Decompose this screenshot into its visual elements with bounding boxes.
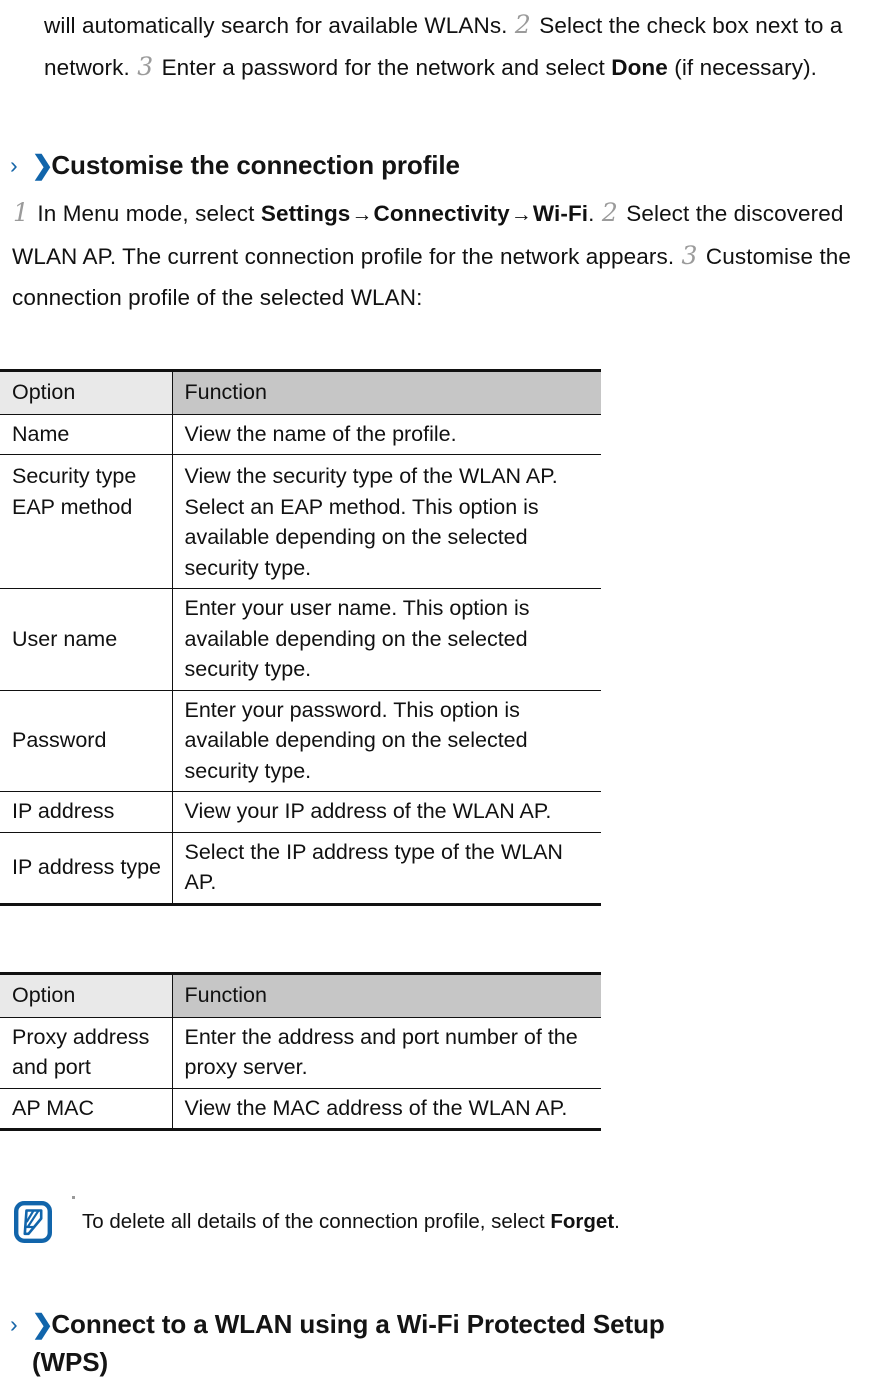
table-row: IP address View your IP address of the W… [0, 791, 601, 833]
note-text-after: . [614, 1210, 620, 1233]
table-header-row: Option Function [0, 370, 601, 415]
table-header-row: Option Function [0, 973, 601, 1018]
option-cell-proxy-address-and-port: Proxy address and port [0, 1017, 173, 1089]
table-row: Proxy address and port Enter the address… [0, 1017, 601, 1089]
bold-settings: Settings [260, 201, 351, 226]
heading-wps-line-2: (WPS) [32, 1347, 109, 1377]
column-header-option: Option [0, 370, 173, 415]
bold-wifi: Wi-Fi [532, 201, 589, 226]
customise-text-3: Select the discovered WLAN AP. The curre… [12, 201, 844, 269]
note-text: To delete all details of the connection … [72, 1207, 620, 1237]
function-cell-proxy-address-and-port: Enter the address and port number of the… [172, 1017, 601, 1089]
note-pen-icon [14, 1201, 52, 1243]
intro-paragraph: will automatically search for available … [44, 4, 884, 88]
intro-line-2a: Select the check box next to a network. [44, 13, 843, 80]
note-marker-dot [72, 1196, 75, 1199]
chevron-bold-icon: ❯ [31, 1309, 54, 1339]
table-row: AP MAC View the MAC address of the WLAN … [0, 1088, 601, 1130]
heading-connect-wlan-wps: › ❯Connect to a WLAN using a Wi-Fi Protec… [10, 1305, 876, 1381]
heading-customise-label: Customise the connection profile [51, 150, 460, 180]
step-number-2: 2 [514, 10, 531, 39]
option-cell-ip-address: IP address [0, 791, 173, 833]
step-number-3b: 3 [681, 241, 698, 270]
intro-line-3-tail: (if necessary). [674, 55, 818, 80]
column-header-function: Function [172, 973, 601, 1018]
chevron-right-icon: › [10, 1311, 18, 1337]
bold-connectivity: Connectivity [373, 201, 510, 226]
column-header-option: Option [0, 973, 173, 1018]
note-text-before: To delete all details of the connection … [82, 1210, 545, 1233]
column-header-function: Function [172, 370, 601, 415]
step-number-1: 1 [13, 198, 30, 227]
customise-text-1: In Menu mode, select [37, 201, 255, 226]
function-cell-name: View the name of the profile. [172, 414, 601, 455]
option-cell-password: Password [0, 690, 173, 792]
table-row: Security type EAP method View the securi… [0, 454, 601, 589]
table-row: Name View the name of the profile. [0, 414, 601, 455]
table-row: IP address type Select the IP address ty… [0, 832, 601, 904]
function-cell-ap-mac: View the MAC address of the WLAN AP. [184, 1095, 568, 1120]
chevron-right-icon: › [10, 152, 18, 178]
connection-profile-options-table: Option Function Name View the name of th… [0, 369, 601, 906]
table-row: Password Enter your password. This optio… [0, 690, 601, 792]
intro-line-1: will automatically search for available … [44, 13, 508, 38]
intro-bold-done: Done [611, 55, 668, 80]
customise-text-4: Customise the connection profile of the … [12, 244, 852, 310]
option-cell-ap-mac: AP MAC [0, 1088, 173, 1130]
function-cell-security-type: View the security type of the WLAN AP. S… [172, 454, 601, 589]
note-bold-forget: Forget [550, 1210, 615, 1233]
intro-line-2b: Enter a password for the network and sel… [161, 55, 605, 80]
arrow-icon-1: → [351, 203, 373, 226]
arrow-icon-2: → [510, 203, 532, 226]
step-number-3: 3 [137, 52, 154, 81]
heading-customise-connection-profile: › ❯Customise the connection profile [10, 146, 460, 184]
function-cell-ip-address-type: Select the IP address type of the WLAN A… [184, 839, 563, 895]
chevron-bold-icon: ❯ [31, 150, 54, 180]
function-cell-ip-address: View your IP address of the WLAN AP. [172, 791, 601, 833]
table-row: User name Enter your user name. This opt… [0, 588, 601, 691]
note-block: To delete all details of the connection … [14, 1201, 620, 1243]
customise-paragraph: 1 In Menu mode, select Settings→Connecti… [12, 192, 860, 318]
option-cell-security-type: Security type EAP method [0, 454, 173, 589]
option-cell-name: Name [0, 414, 173, 455]
function-cell-password: Enter your password. This option is avai… [172, 690, 601, 792]
connection-profile-options-table-continued: Option Function Proxy address and port E… [0, 972, 601, 1131]
option-cell-user-name: User name [0, 588, 173, 691]
step-number-2b: 2 [601, 198, 618, 227]
option-cell-ip-address-type: IP address type [0, 832, 173, 904]
customise-text-2: . [588, 201, 595, 226]
function-cell-user-name: Enter your user name. This option is ava… [172, 588, 601, 691]
heading-wps-line-1: Connect to a WLAN using a Wi-Fi Protecte… [51, 1309, 665, 1339]
